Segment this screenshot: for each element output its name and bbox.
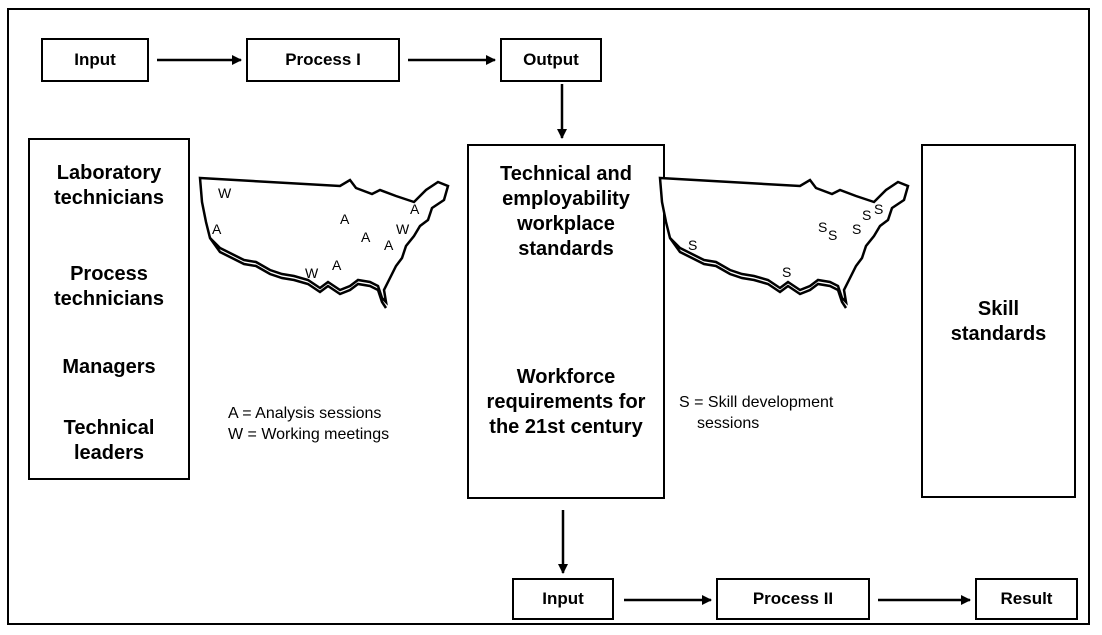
map-mark: A xyxy=(410,201,420,217)
role-technical-leaders: Technical leaders xyxy=(63,417,155,464)
legend-working: W = Working meetings xyxy=(228,426,390,443)
role-laboratory-technicians: Laboratory technicians xyxy=(53,162,165,209)
map-mark: A xyxy=(212,221,222,237)
map-mark: A xyxy=(361,229,371,245)
top-output-label: Output xyxy=(523,50,579,69)
map-mark: S xyxy=(782,264,791,280)
bottom-process-label: Process II xyxy=(752,589,834,608)
legend-sessions: sessions xyxy=(697,415,760,432)
top-process-label: Process I xyxy=(285,50,361,69)
bottom-process-box: Process II xyxy=(716,578,870,620)
standards-box xyxy=(467,144,665,499)
map-mark: W xyxy=(218,185,232,201)
map-mark: A xyxy=(384,237,394,253)
diagram-frame xyxy=(7,8,1090,625)
map-mark: S xyxy=(828,227,837,243)
map-mark: A xyxy=(340,211,350,227)
skill-standards-box xyxy=(921,144,1076,498)
skill-standards-text: Skill standards xyxy=(950,298,1047,345)
center-standards-text: Technical and employability workplace st… xyxy=(500,163,632,260)
map-mark: W xyxy=(396,221,410,237)
role-process-technicians: Process technicians xyxy=(53,263,165,310)
top-input-box: Input xyxy=(41,38,149,82)
map-mark: S xyxy=(862,207,871,223)
map-mark: S xyxy=(688,237,697,253)
bottom-result-box: Result xyxy=(975,578,1078,620)
top-input-label: Input xyxy=(74,50,116,69)
bottom-input-box: Input xyxy=(512,578,614,620)
map-mark: S xyxy=(874,201,883,217)
us-map-right xyxy=(658,176,910,309)
top-process-box: Process I xyxy=(246,38,400,82)
legend-skill-development: S = Skill development xyxy=(679,394,834,411)
bottom-input-label: Input xyxy=(542,589,584,608)
map-mark: A xyxy=(332,257,342,273)
role-managers: Managers xyxy=(62,356,156,378)
map-mark: S xyxy=(818,219,827,235)
top-output-box: Output xyxy=(500,38,602,82)
map-mark: W xyxy=(305,265,319,281)
map-mark: S xyxy=(852,221,861,237)
roles-box xyxy=(28,138,190,480)
legend-analysis: A = Analysis sessions xyxy=(228,405,382,422)
bottom-result-label: Result xyxy=(1000,589,1053,608)
us-map-left xyxy=(198,176,450,309)
center-requirements-text: Workforce requirements for the 21st cent… xyxy=(486,366,646,438)
